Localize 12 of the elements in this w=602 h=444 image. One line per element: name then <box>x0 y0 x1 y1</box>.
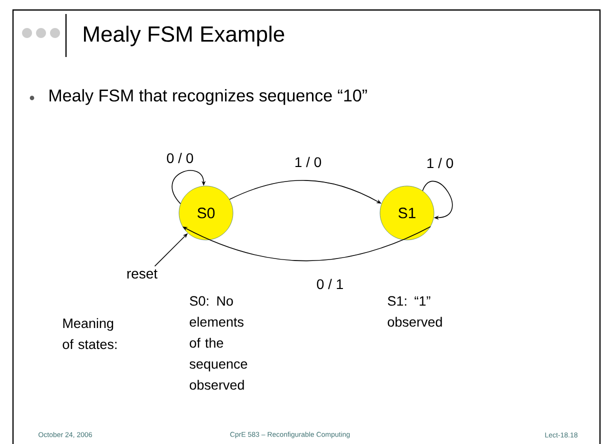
state-description: S1: “1” observed <box>388 296 442 327</box>
state-description: S0: No elements of the sequence observed <box>190 296 248 390</box>
state-meaning-heading: Meaning of states: <box>62 318 116 350</box>
edge-label: 0 / 1 <box>315 278 345 290</box>
reset-label: reset <box>127 269 158 279</box>
bullet-text: Mealy FSM that recognizes sequence “10” <box>50 89 367 105</box>
edge-label: 0 / 0 <box>165 152 195 164</box>
arrow <box>172 170 206 204</box>
arrow <box>422 181 453 220</box>
slide-title: Mealy FSM Example <box>84 26 284 46</box>
edge-label: 1 / 0 <box>293 156 323 168</box>
edge-label: 1 / 0 <box>425 156 455 170</box>
